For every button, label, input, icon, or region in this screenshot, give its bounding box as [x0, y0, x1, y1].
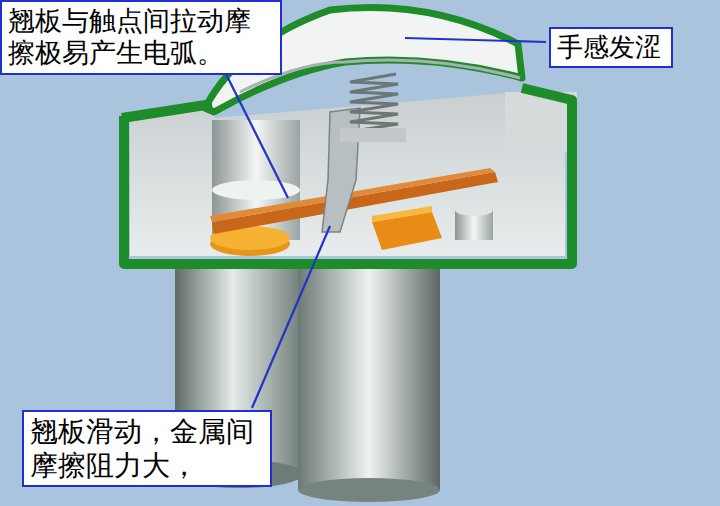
leader-lines	[222, 38, 546, 408]
plunger	[322, 108, 360, 232]
spring	[348, 74, 398, 132]
callout-box: 手感发涩	[549, 27, 673, 68]
callout-box: 翘板与触点间拉动摩擦极易产生电弧。	[0, 0, 282, 75]
callout-text: 翘板与触点间拉动摩擦极易产生电弧。	[8, 5, 274, 70]
housing-interior	[130, 92, 565, 256]
rocker-edge	[240, 60, 520, 92]
callout-text: 手感发涩	[557, 32, 665, 63]
housing-outline	[122, 88, 572, 264]
spring-seat	[340, 128, 406, 142]
callout-box: 翘板滑动，金属间摩擦阻力大，	[22, 410, 272, 487]
callout-text: 翘板滑动，金属间摩擦阻力大，	[30, 415, 264, 482]
